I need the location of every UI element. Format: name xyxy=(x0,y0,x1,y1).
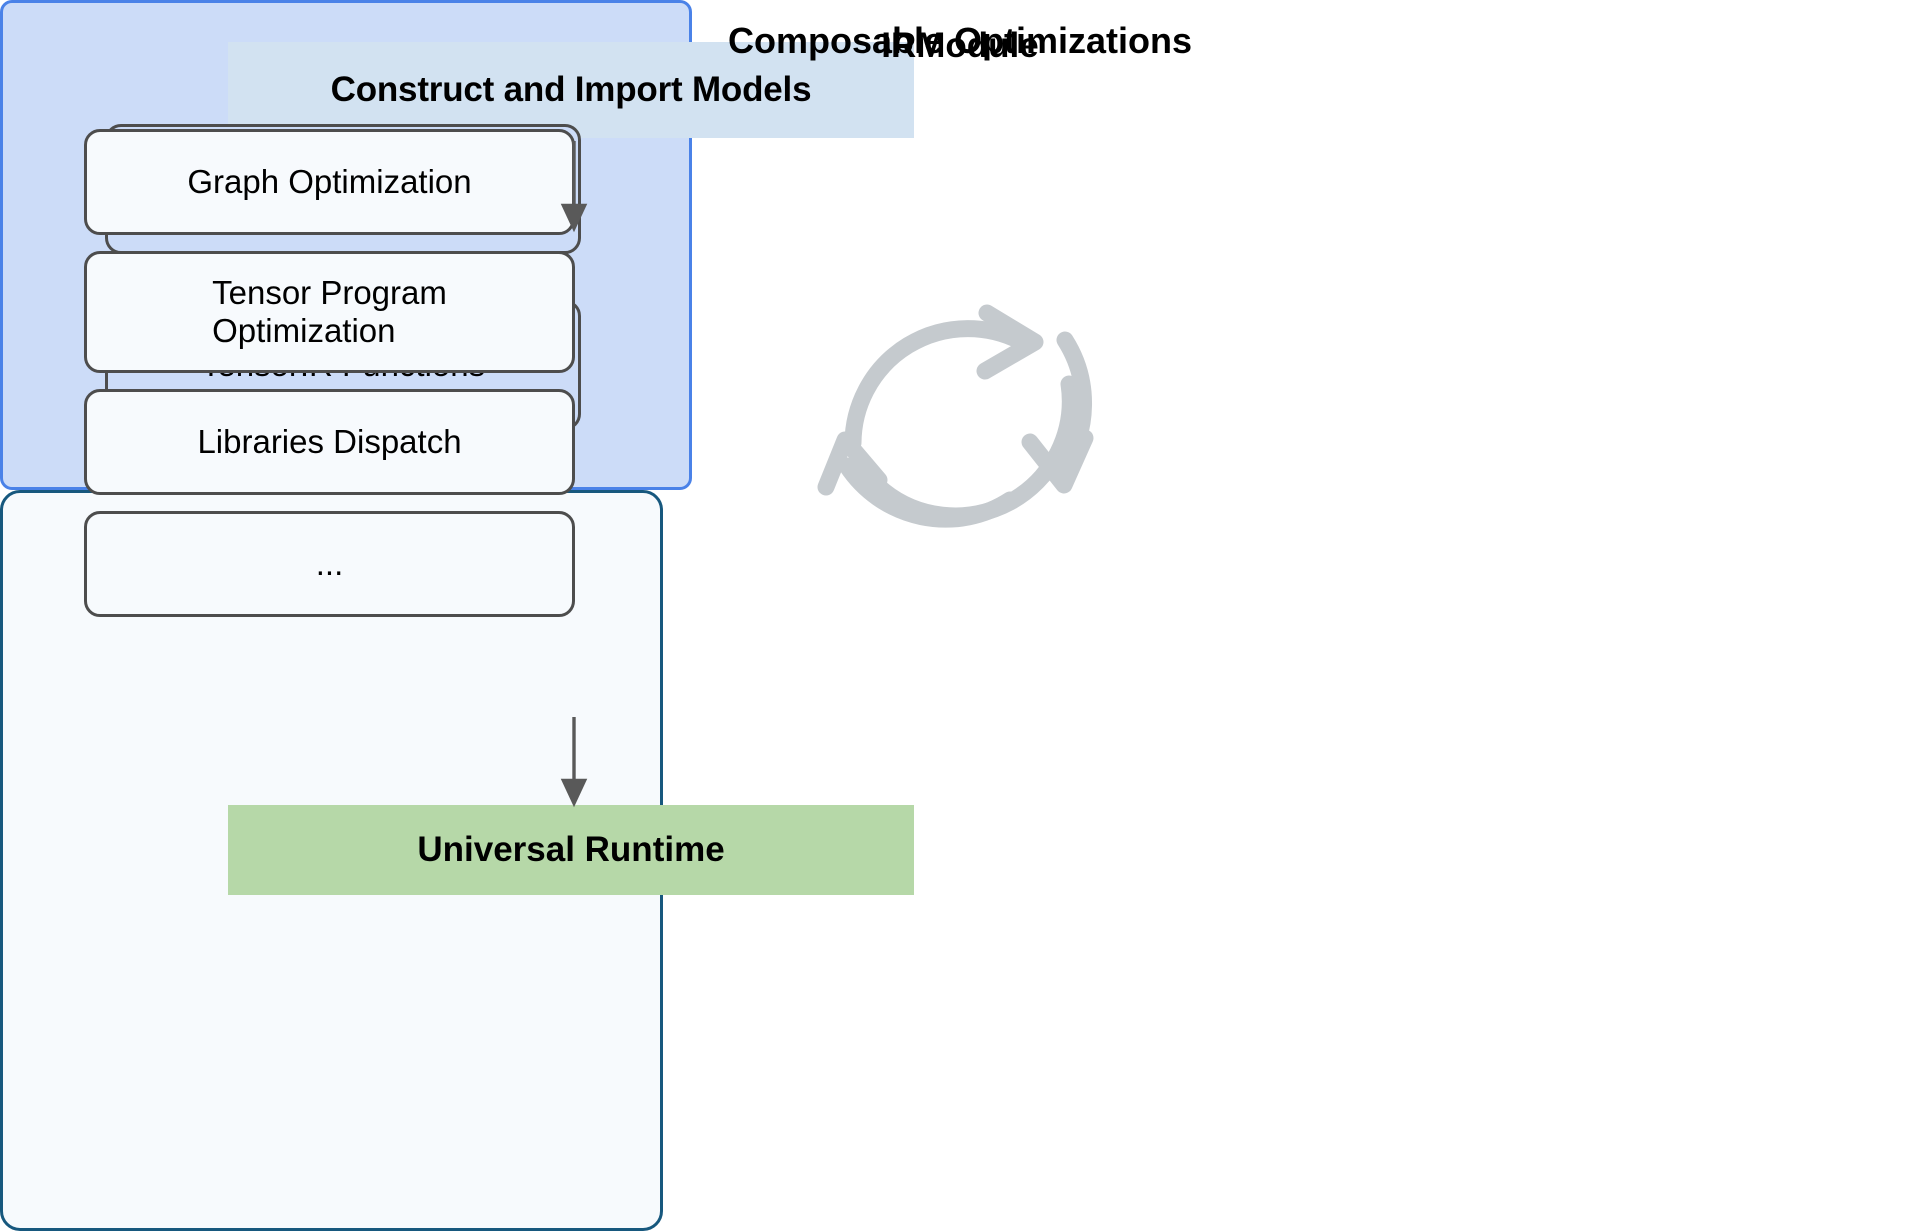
composable-optimizations-title: Composable Optimizations xyxy=(727,20,1193,61)
ellipsis-box[interactable]: ... xyxy=(84,511,575,617)
universal-runtime-label: Universal Runtime xyxy=(417,830,725,870)
diagram-canvas: Construct and Import Models IRModule Rel… xyxy=(0,0,1193,1231)
graph-optimization-box[interactable]: Graph Optimization xyxy=(84,129,575,235)
arrow-optimizations-to-irmodule xyxy=(817,331,1094,528)
arrow-irmodule-to-optimizations xyxy=(844,304,1044,452)
libraries-dispatch-box[interactable]: Libraries Dispatch xyxy=(84,389,575,495)
ellipsis-label: ... xyxy=(315,545,344,582)
irmodule-title: IRModule xyxy=(881,26,1039,65)
libraries-dispatch-label: Libraries Dispatch xyxy=(197,423,462,460)
construct-and-import-models-box[interactable]: Construct and Import Models xyxy=(228,42,914,138)
universal-runtime-box[interactable]: Universal Runtime xyxy=(228,805,914,895)
construct-and-import-models-label: Construct and Import Models xyxy=(330,70,812,110)
graph-optimization-label: Graph Optimization xyxy=(187,163,472,200)
